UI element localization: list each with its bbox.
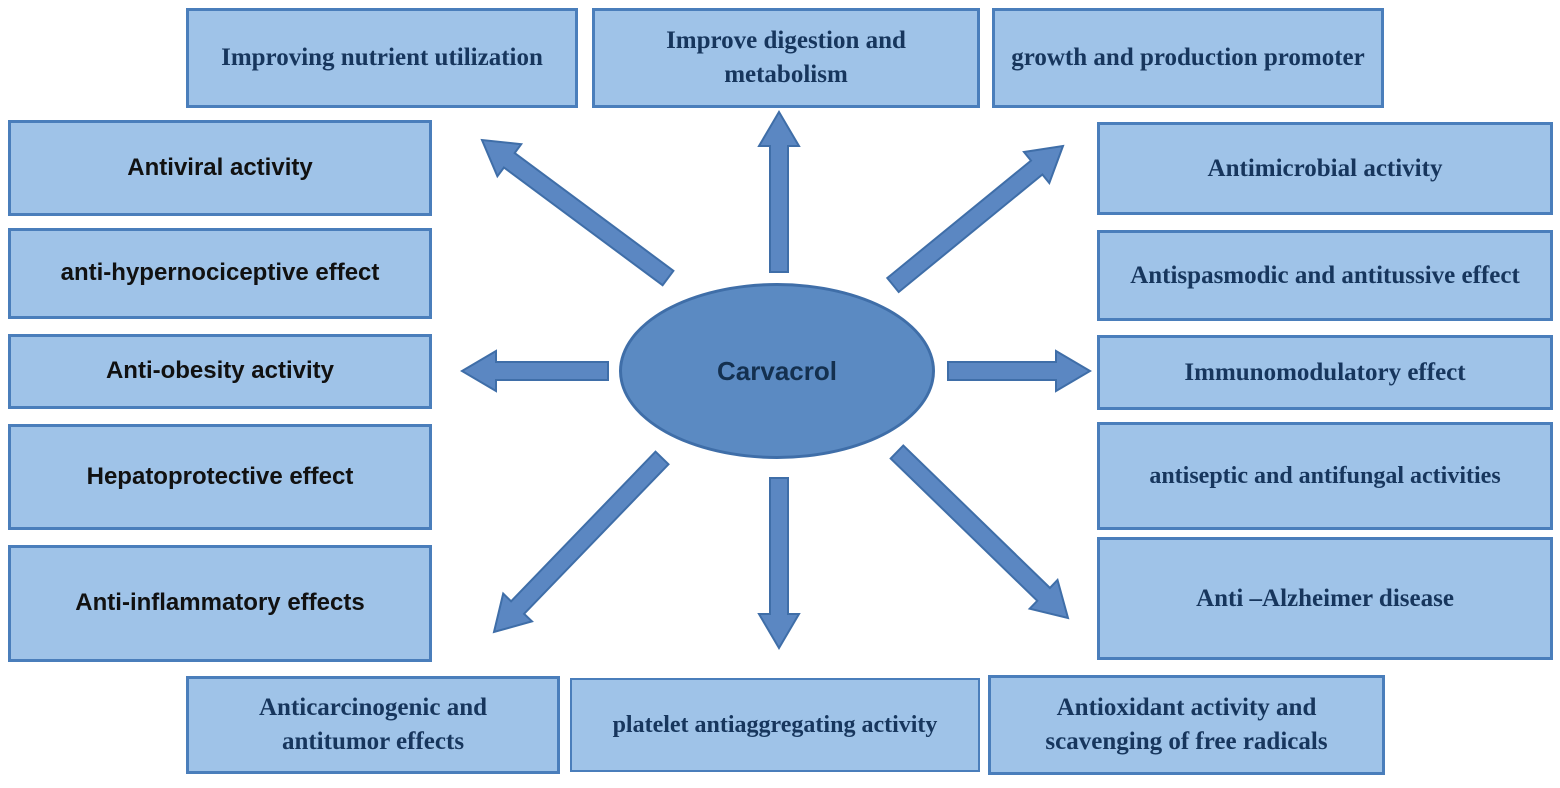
box-improving-nutrient-utilization: Improving nutrient utilization xyxy=(186,8,578,108)
box-label: Antiviral activity xyxy=(127,153,313,181)
box-antiseptic-and-antifungal-activities: antiseptic and antifungal activities xyxy=(1097,422,1553,530)
arrow-down xyxy=(757,477,801,650)
arrow-up xyxy=(757,110,801,273)
box-growth-and-production-promoter: growth and production promoter xyxy=(992,8,1384,108)
box-label: Antioxidant activity and scavenging of f… xyxy=(1045,694,1328,755)
box-anticarcinogenic-and-antitumor-effects: Anticarcinogenic and antitumor effects xyxy=(186,676,560,774)
box-label: Anti-inflammatory effects xyxy=(75,589,365,617)
box-label: Improve digestion and metabolism xyxy=(666,27,906,88)
arrow-down-right xyxy=(889,444,1070,620)
box-label: anti-hypernociceptive effect xyxy=(60,259,380,287)
center-label: Carvacrol xyxy=(717,355,837,386)
box-label: Anti-obesity activity xyxy=(105,357,335,385)
box-antimicrobial-activity: Antimicrobial activity xyxy=(1097,122,1553,215)
box-label: Anticarcinogenic and antitumor effects xyxy=(258,694,487,755)
arrow-left xyxy=(460,349,609,393)
box-hepatoprotective-effect: Hepatoprotective effect xyxy=(8,424,432,530)
arrow-right xyxy=(947,349,1092,393)
box-immunomodulatory-effect: Immunomodulatory effect xyxy=(1097,335,1553,410)
arrow-up-left xyxy=(480,138,675,287)
box-label: Antimicrobial activity xyxy=(1207,154,1443,182)
box-anti-obesity-activity: Anti-obesity activity xyxy=(8,334,432,409)
box-antioxidant-activity-scavenging-free-radicals: Antioxidant activity and scavenging of f… xyxy=(988,675,1385,775)
box-antispasmodic-and-antitussive-effect: Antispasmodic and antitussive effect xyxy=(1097,230,1553,321)
box-label: growth and production promoter xyxy=(1011,44,1365,72)
box-antiviral-activity: Antiviral activity xyxy=(8,120,432,216)
box-platelet-antiaggregating-activity: platelet antiaggregating activity xyxy=(570,678,980,772)
box-anti-alzheimer-disease: Anti –Alzheimer disease xyxy=(1097,537,1553,660)
box-label: Hepatoprotective effect xyxy=(86,462,354,490)
arrow-down-left xyxy=(492,450,670,634)
box-improve-digestion-and-metabolism: Improve digestion and metabolism xyxy=(592,8,980,108)
box-anti-hypernociceptive-effect: anti-hypernociceptive effect xyxy=(8,228,432,319)
box-label: Anti –Alzheimer disease xyxy=(1196,584,1454,612)
box-label: platelet antiaggregating activity xyxy=(612,711,938,738)
box-label: Antispasmodic and antitussive effect xyxy=(1130,261,1520,289)
box-label: Improving nutrient utilization xyxy=(221,44,543,72)
box-label: Immunomodulatory effect xyxy=(1184,358,1466,386)
center-ellipse-carvacrol: Carvacrol xyxy=(619,283,935,459)
arrow-up-right xyxy=(885,144,1065,294)
box-anti-inflammatory-effects: Anti-inflammatory effects xyxy=(8,545,432,662)
box-label: antiseptic and antifungal activities xyxy=(1149,462,1501,489)
